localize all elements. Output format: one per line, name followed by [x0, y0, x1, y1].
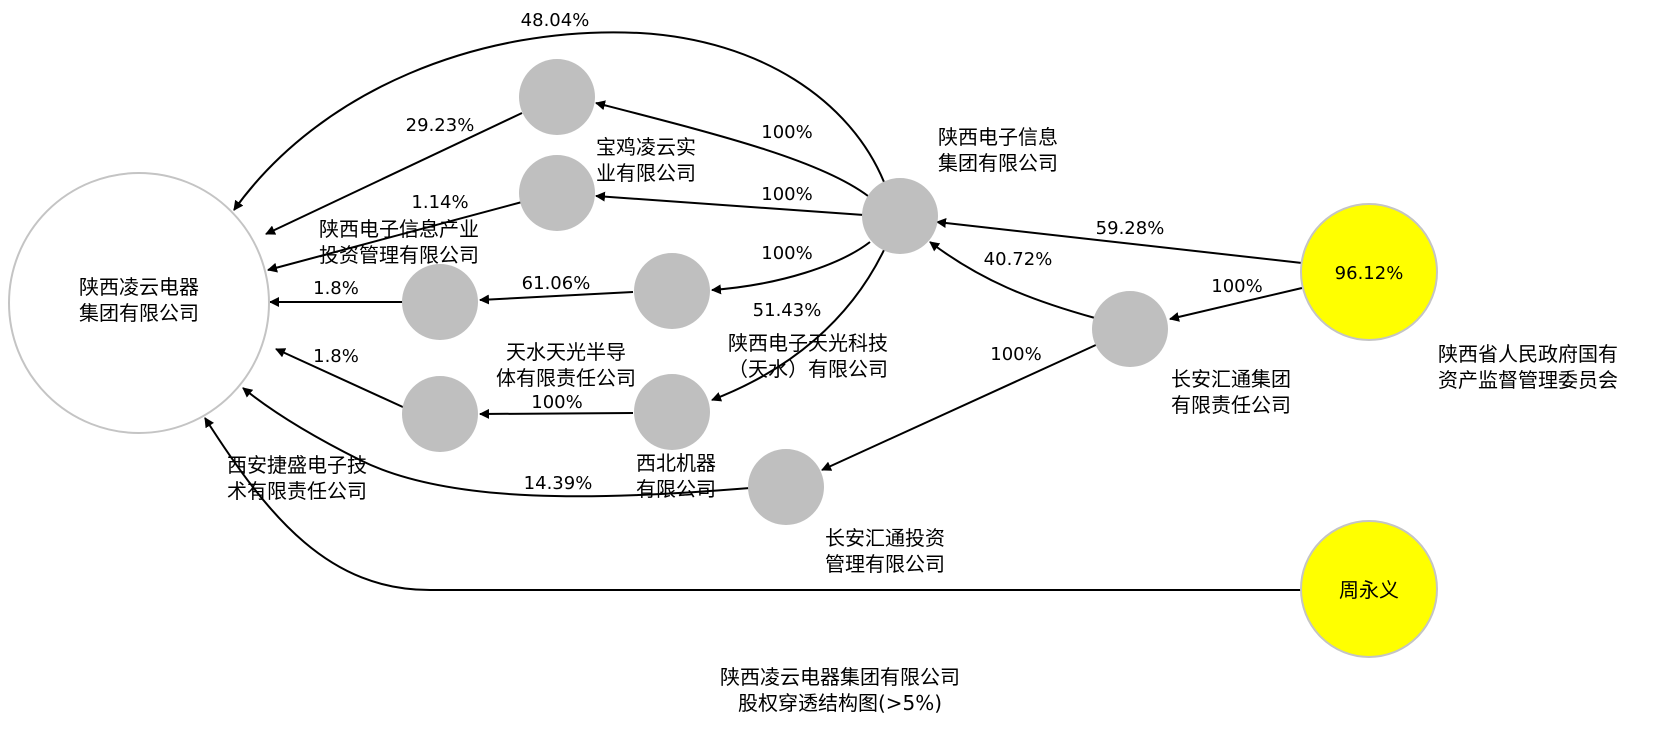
edge-sxdzxx-group-to-xibei: [711, 249, 885, 402]
label-tianshui-semi-2: 体有限责任公司: [496, 366, 636, 390]
pct-tianshui-root: 1.8%: [313, 278, 359, 299]
label-root-1: 陕西凌云电器: [79, 275, 199, 299]
label-tianshui-semi-1: 天水天光半导: [506, 340, 626, 364]
label-root-2: 集团有限公司: [79, 301, 199, 325]
pct-changan-group-invest: 100%: [990, 344, 1041, 365]
node-labels: 陕西凌云电器 集团有限公司 宝鸡凌云实 业有限公司 陕西电子信息产业 投资管理有…: [79, 125, 1618, 602]
node-zhou[interactable]: [1300, 520, 1438, 658]
pct-sasac-group: 59.28%: [1096, 218, 1165, 239]
label-sasac-1: 陕西省人民政府国有: [1438, 342, 1618, 366]
label-tianguang-2: （天水）有限公司: [728, 357, 888, 381]
edge-sxdzxx-group-to-tianguang: [711, 241, 871, 295]
edge-changan-group-to-changan-invest: [821, 343, 1099, 471]
node-xian-jiesheng[interactable]: [402, 376, 478, 452]
edge-xian-jiesheng-to-root: [275, 348, 406, 409]
edge-sasac-to-sxdzxx-group: [936, 218, 1303, 264]
edge-sasac-to-changan-group: [1169, 287, 1303, 322]
edge-xibei-to-xian-jiesheng: [479, 408, 634, 419]
edge-sxdzxx-group-to-root: [233, 31, 885, 211]
pct-group-tianguang: 100%: [761, 243, 812, 264]
label-xian-jiesheng-1: 西安捷盛电子技: [227, 453, 367, 477]
edges: [204, 31, 1305, 591]
pct-sasac-changan-group: 100%: [1211, 276, 1262, 297]
pct-baoji-root: 29.23%: [406, 115, 475, 136]
label-sasac-inner: 96.12%: [1335, 263, 1404, 284]
pct-changan-group-group: 40.72%: [984, 249, 1053, 270]
label-xian-jiesheng-2: 术有限责任公司: [227, 479, 367, 503]
edge-labels: 48.04% 29.23% 1.14% 1.8% 1.8% 14.39% 100…: [313, 10, 1263, 494]
node-changan-invest[interactable]: [748, 449, 824, 525]
node-sxdzxx-invest[interactable]: [519, 155, 595, 231]
label-changan-group-2: 有限责任公司: [1171, 393, 1291, 417]
title-line-1: 陕西凌云电器集团有限公司: [720, 665, 960, 689]
edge-tianguang-to-tianshui-semi: [479, 291, 634, 305]
pct-tianguang-tianshui: 61.06%: [522, 273, 591, 294]
label-xibei-1: 西北机器: [636, 451, 716, 475]
label-tianguang-1: 陕西电子天光科技: [728, 331, 888, 355]
pct-sxdzxx-group-root: 48.04%: [521, 10, 590, 31]
label-baoji-2: 业有限公司: [596, 161, 696, 185]
pct-group-invest: 100%: [761, 184, 812, 205]
pct-changan-invest-root: 14.39%: [524, 473, 593, 494]
pct-xibei-jiesheng: 100%: [531, 392, 582, 413]
label-zhou-inner: 周永义: [1339, 578, 1399, 602]
edge-changan-group-to-sxdzxx-group: [929, 241, 1096, 319]
edge-sxdzxx-group-to-baoji: [595, 100, 869, 197]
label-sxdzxx-invest-1: 陕西电子信息产业: [319, 217, 479, 241]
node-changan-group[interactable]: [1092, 291, 1168, 367]
pct-invest-root: 1.14%: [411, 192, 468, 213]
label-baoji-1: 宝鸡凌云实: [596, 135, 696, 159]
label-changan-invest-1: 长安汇通投资: [825, 526, 945, 550]
node-sasac[interactable]: [1300, 203, 1438, 341]
diagram-title: 陕西凌云电器集团有限公司 股权穿透结构图(>5%): [720, 665, 960, 715]
node-root[interactable]: [8, 172, 270, 434]
label-sasac-2: 资产监督管理委员会: [1438, 368, 1618, 392]
nodes: [8, 59, 1438, 658]
edge-baoji-to-root: [265, 112, 523, 235]
edge-changan-invest-to-root: [242, 387, 751, 498]
pct-group-baoji: 100%: [761, 122, 812, 143]
label-changan-invest-2: 管理有限公司: [825, 552, 945, 576]
edge-sxdzxx-group-to-invest: [595, 191, 865, 216]
pct-jiesheng-root: 1.8%: [313, 346, 359, 367]
label-sxdzxx-invest-2: 投资管理有限公司: [319, 243, 479, 267]
node-tianshui-semi[interactable]: [402, 264, 478, 340]
node-tianguang[interactable]: [634, 253, 710, 329]
title-line-2: 股权穿透结构图(>5%): [738, 691, 942, 715]
edge-zhou-to-root: [204, 417, 1305, 591]
edge-sxdzxx-invest-to-root: [267, 201, 523, 273]
node-xibei[interactable]: [634, 374, 710, 450]
label-sxdzxx-group-2: 集团有限公司: [938, 151, 1058, 175]
label-changan-group-1: 长安汇通集团: [1171, 367, 1291, 391]
label-xibei-2: 有限公司: [636, 477, 716, 501]
node-sxdzxx-group[interactable]: [862, 178, 938, 254]
node-baoji[interactable]: [519, 59, 595, 135]
pct-group-xibei: 51.43%: [753, 300, 822, 321]
label-sxdzxx-group-1: 陕西电子信息: [938, 125, 1058, 149]
